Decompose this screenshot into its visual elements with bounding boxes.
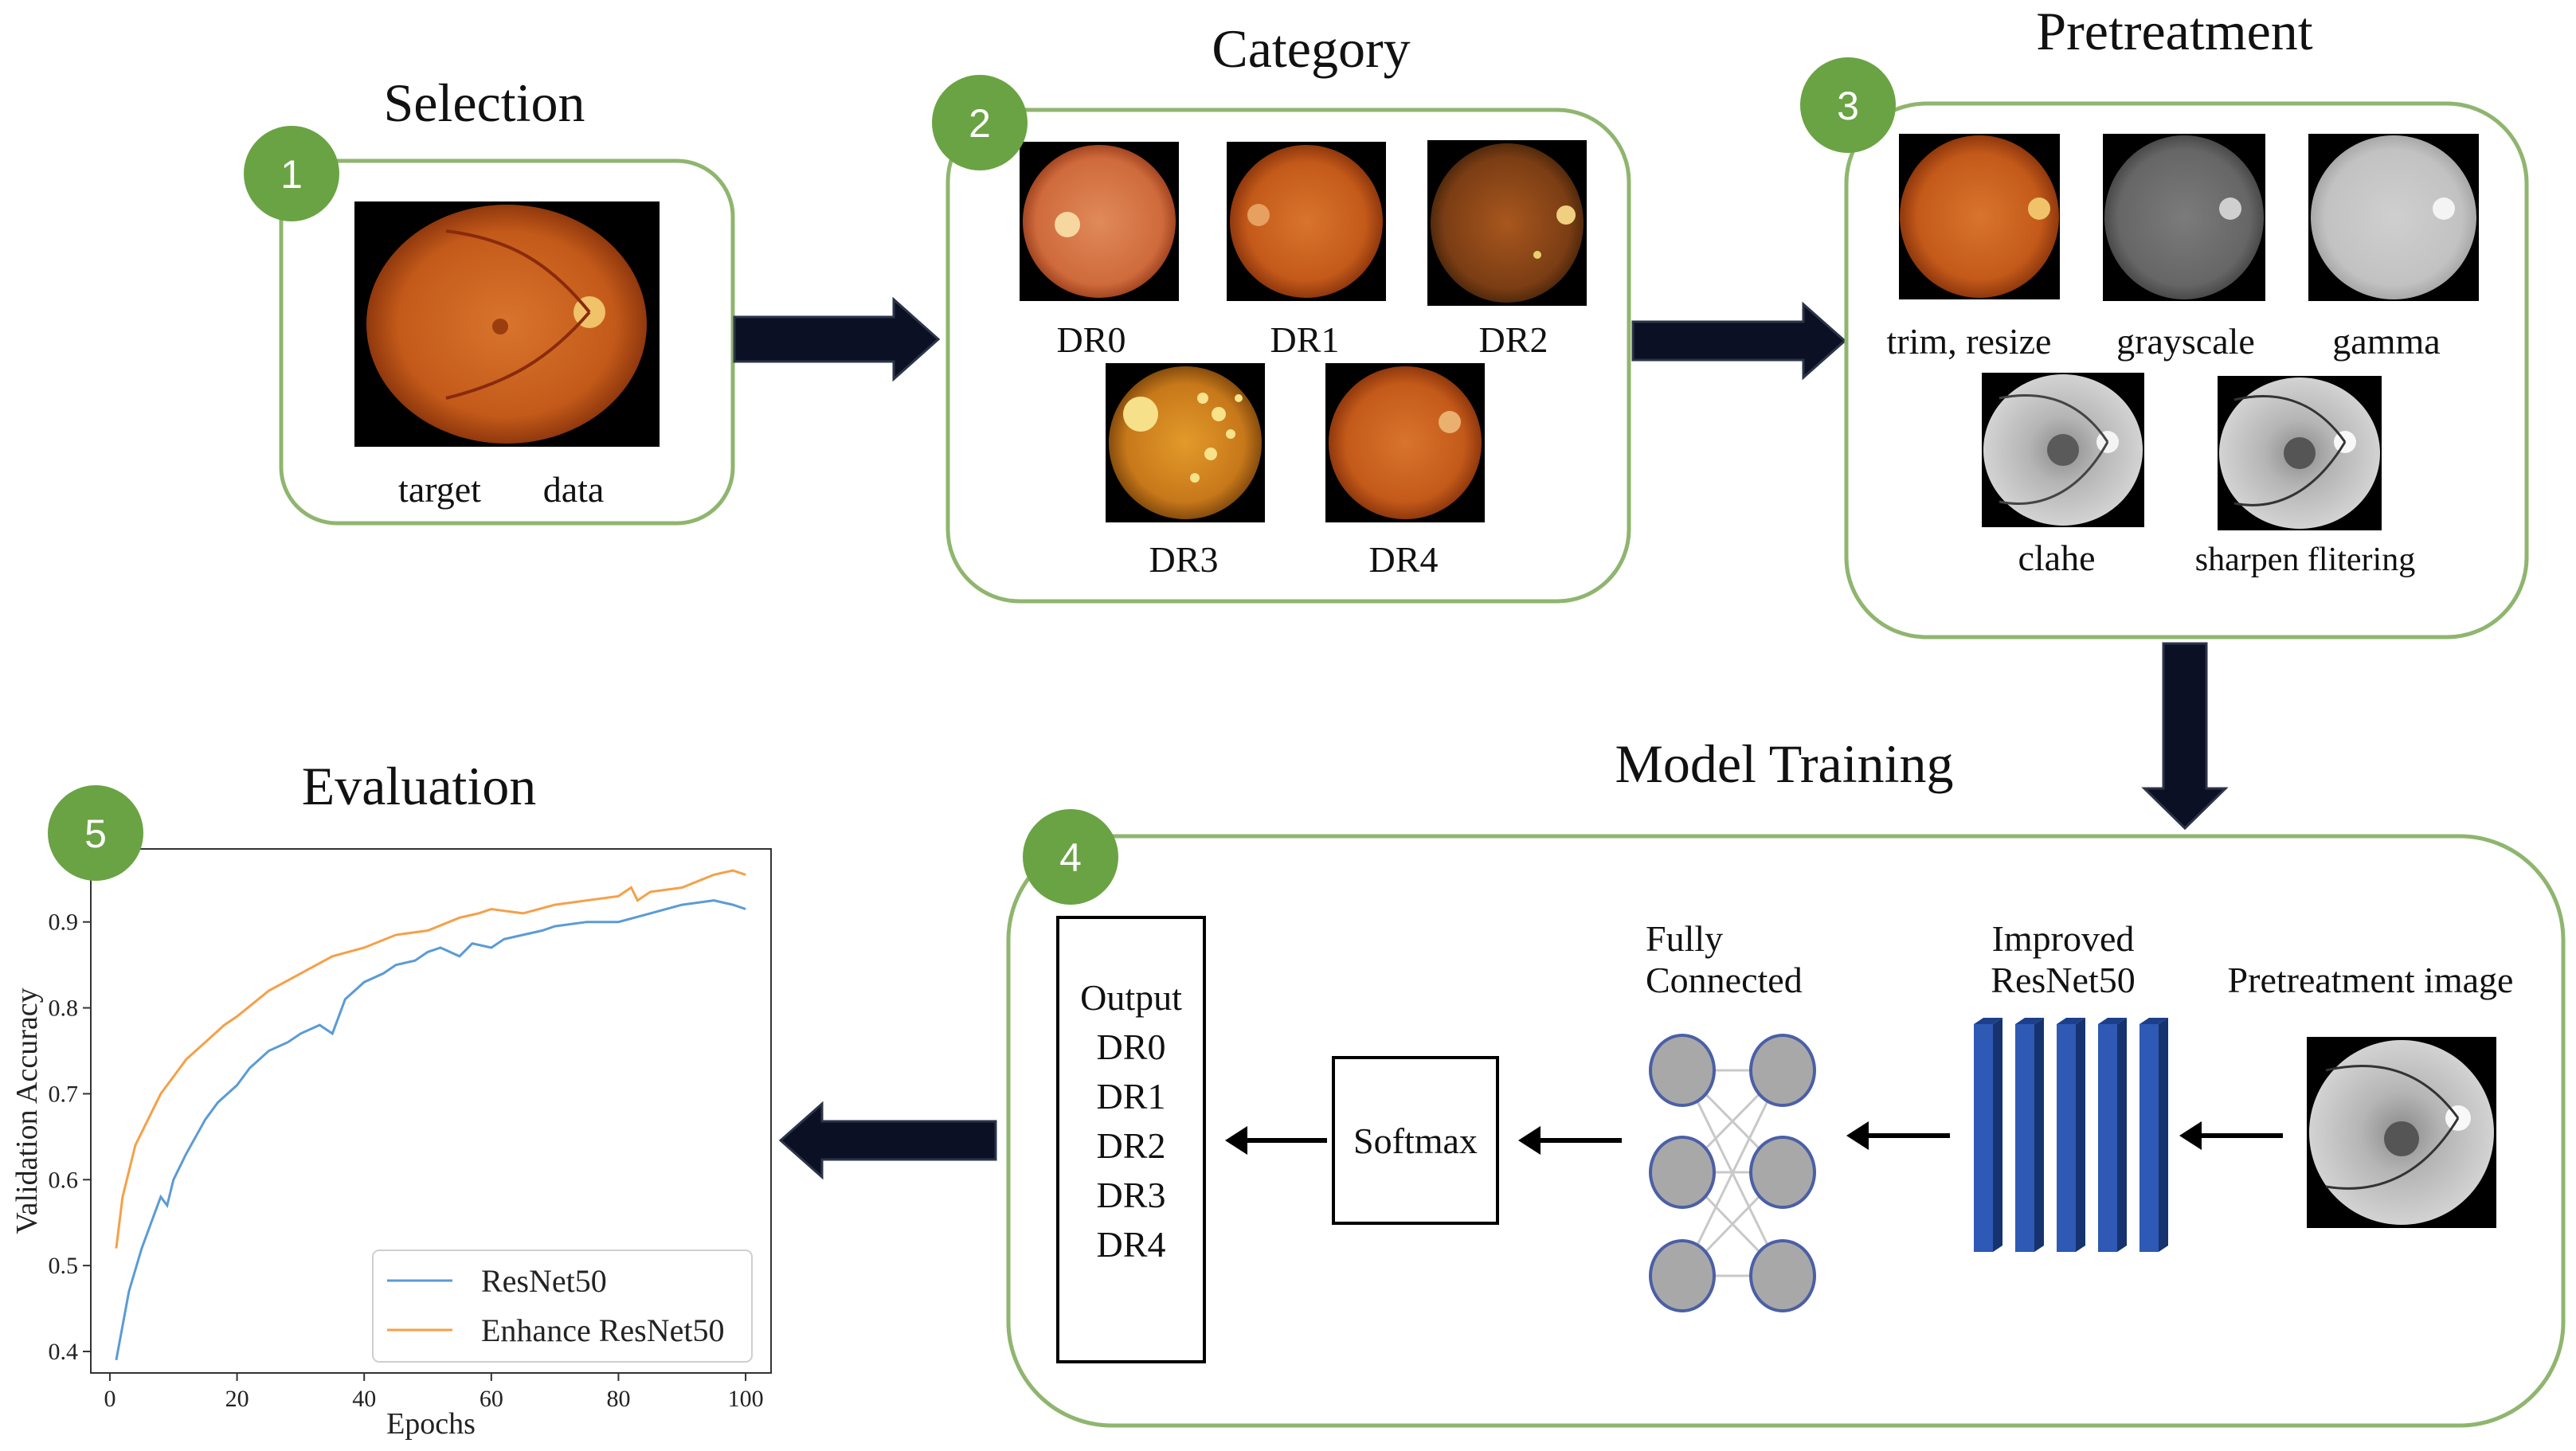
selection-title: Selection — [383, 72, 585, 133]
selection-step: Selection target data 1 — [244, 72, 735, 526]
y-tick-label: 0.4 — [49, 1339, 79, 1365]
category-title: Category — [1212, 18, 1410, 79]
input-fundus-image — [2307, 1037, 2496, 1228]
badge-1-number: 1 — [280, 152, 303, 197]
category-label-dr1: DR1 — [1270, 319, 1340, 360]
dr0-fundus-image — [1020, 142, 1179, 301]
evaluation-title: Evaluation — [302, 756, 537, 816]
selection-box — [279, 158, 735, 526]
y-tick-label: 0.5 — [49, 1253, 79, 1279]
x-tick-label: 80 — [606, 1386, 630, 1412]
x-tick-label: 60 — [480, 1386, 503, 1412]
y-tick-label: 0.9 — [49, 909, 79, 936]
training-title: Model Training — [1615, 733, 1953, 794]
category-step: Category DR0 DR1 DR2 — [932, 18, 1631, 604]
arrow-right-icon — [733, 296, 941, 382]
badge-4-number: 4 — [1059, 835, 1082, 880]
gamma-fundus-image — [2308, 134, 2479, 301]
x-tick-label: 0 — [104, 1386, 115, 1412]
sharpen-fundus-image — [2218, 376, 2382, 530]
badge-1: 1 — [244, 126, 339, 221]
arrow-left-icon — [778, 1101, 997, 1180]
category-label-dr4: DR4 — [1369, 539, 1439, 580]
badge-4: 4 — [1023, 809, 1118, 905]
grayscale-fundus-image — [2103, 134, 2265, 301]
clahe-fundus-image — [1982, 373, 2144, 527]
plot-frame — [90, 848, 772, 1374]
x-tick-label: 40 — [352, 1386, 376, 1412]
training-box — [1006, 834, 2566, 1428]
pretreatment-label-trim: trim, resize — [1887, 321, 2052, 362]
output-dr0: DR0 — [1097, 1027, 1166, 1067]
output-dr1: DR1 — [1097, 1076, 1166, 1117]
selection-label-data: data — [543, 469, 605, 510]
pretreatment-label-clahe: clahe — [2018, 538, 2095, 578]
arrow-left-icon — [1518, 1126, 1622, 1155]
dr3-fundus-image — [1106, 363, 1265, 522]
softmax-box — [1332, 1056, 1499, 1225]
category-label-dr3: DR3 — [1149, 539, 1219, 580]
arrow-left-icon — [2179, 1121, 2283, 1150]
legend-label: Enhance ResNet50 — [481, 1312, 724, 1348]
training-step: Model Training Output DR0 DR1 DR2 DR3 DR… — [1006, 733, 2566, 1428]
category-label-dr2: DR2 — [1479, 319, 1548, 360]
badge-5: 5 — [48, 785, 143, 881]
x-axis-title: Epochs — [386, 1407, 476, 1441]
badge-2-number: 2 — [969, 101, 991, 146]
y-tick-label: 0.6 — [49, 1167, 79, 1193]
arrow-right-icon — [1631, 301, 1847, 381]
pretreatment-title: Pretreatment — [2036, 1, 2313, 61]
dr1-fundus-image — [1227, 142, 1386, 301]
pretreatment-label-grayscale: grayscale — [2116, 321, 2255, 362]
arrow-left-icon — [1846, 1121, 1950, 1150]
resnet-blocks — [1974, 1018, 2168, 1252]
softmax-label: Softmax — [1353, 1121, 1478, 1161]
input-image-label: Pretreatment image — [2228, 960, 2514, 1000]
legend-label: ResNet50 — [481, 1263, 607, 1299]
output-dr3: DR3 — [1097, 1175, 1166, 1215]
pretreatment-box — [1844, 101, 2529, 639]
neuron-nodes — [1649, 1034, 1816, 1312]
arrow-down-icon — [2141, 642, 2229, 831]
badge-3-number: 3 — [1837, 84, 1859, 128]
badge-3: 3 — [1800, 57, 1896, 153]
pretreatment-step: Pretreatment trim, resize grayscale gamm… — [1800, 1, 2529, 639]
series-line-resnet50 — [115, 899, 746, 1361]
series-line-enhance-resnet50 — [115, 869, 746, 1249]
dr2-fundus-image — [1427, 140, 1587, 306]
badge-5-number: 5 — [84, 812, 107, 856]
badge-2: 2 — [932, 75, 1028, 170]
pretreatment-label-gamma: gamma — [2332, 321, 2440, 362]
resnet-label-line1: Improved — [1992, 918, 2135, 959]
x-tick-label: 20 — [225, 1386, 249, 1412]
selection-fundus-image — [354, 201, 660, 447]
pretreatment-label-sharpen: sharpen flitering — [2195, 542, 2415, 578]
selection-label-target: target — [398, 469, 481, 510]
legend-box — [372, 1250, 753, 1363]
output-dr4: DR4 — [1097, 1224, 1166, 1265]
y-axis-title: Validation Accuracy — [10, 988, 44, 1234]
category-box — [945, 108, 1631, 604]
output-dr2: DR2 — [1097, 1125, 1166, 1166]
y-tick-label: 0.8 — [49, 995, 79, 1022]
evaluation-step: Evaluation 0 20 40 60 80 100 0.4 0.5 0.6 0.7 0.8 0.… — [10, 756, 772, 1441]
resnet-label-line2: ResNet50 — [1991, 960, 2135, 1000]
category-label-dr0: DR0 — [1057, 319, 1126, 360]
fc-label-line1: Fully — [1646, 918, 1723, 959]
arrow-left-icon — [1225, 1126, 1327, 1155]
trim-resize-fundus-image — [1899, 134, 2060, 299]
x-tick-label: 100 — [728, 1386, 764, 1412]
y-tick-label: 0.7 — [49, 1081, 79, 1107]
fc-label-line2: Connected — [1646, 960, 1803, 1000]
dr4-fundus-image — [1325, 363, 1485, 522]
output-box — [1056, 916, 1206, 1363]
output-title: Output — [1080, 977, 1182, 1018]
